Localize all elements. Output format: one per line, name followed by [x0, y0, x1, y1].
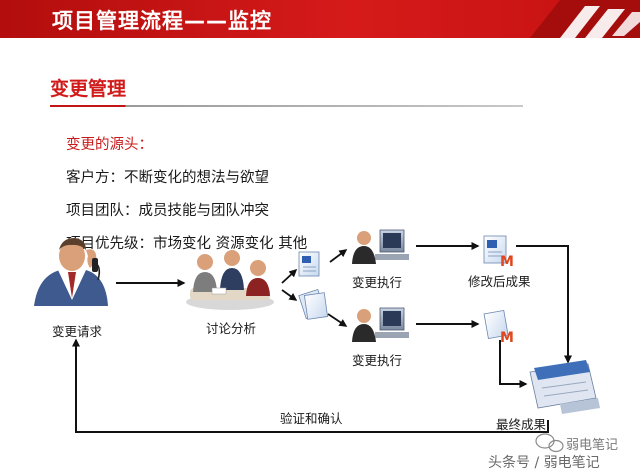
arrow-discussion-to-docs [281, 289, 298, 301]
documents-stack-icon [298, 288, 329, 320]
label-verify-confirm: 验证和确认 [280, 411, 343, 426]
label-revised-result: 修改后成果 [468, 274, 531, 289]
arrow-verify-feedback [72, 338, 549, 433]
word-document-icon [298, 251, 320, 277]
section-divider [50, 105, 523, 107]
discussion-meeting-icon [186, 250, 274, 310]
source-line-priority: 项目优先级：市场变化 资源变化 其他 [66, 236, 308, 252]
label-final-result: 最终成果 [496, 417, 547, 432]
arrow-discussion-to-word [281, 268, 298, 284]
arrow-docs-to-execute-bottom [327, 313, 348, 327]
svg-text:M: M [500, 254, 514, 270]
final-result-folder-icon [529, 360, 600, 414]
execute-top-computer-icon [352, 229, 409, 264]
arrow-revised-to-final [516, 245, 572, 364]
section-title: 变更管理 [50, 78, 127, 100]
watermark-source-text: 头条号 / 弱电笔记 [488, 455, 600, 471]
watermark-logo-text: 弱电笔记 [566, 438, 619, 453]
brand-logo-icon [530, 0, 640, 38]
revised-document-bottom-icon: M [483, 309, 514, 346]
page-title: 项目管理流程——监控 [52, 9, 272, 33]
requester-person-icon [34, 238, 108, 306]
label-change-request: 变更请求 [52, 324, 103, 339]
sources-heading: 变更的源头： [66, 137, 153, 153]
svg-text:M: M [500, 330, 514, 346]
arrow-word-to-execute-top [329, 249, 348, 263]
execute-bottom-computer-icon [352, 307, 409, 342]
label-discussion: 讨论分析 [206, 321, 257, 336]
source-line-client: 客户方：不断变化的想法与欲望 [66, 170, 269, 186]
header-banner: 项目管理流程——监控 [0, 0, 640, 38]
arrow-revised-bottom-to-final [499, 340, 528, 388]
label-execute-bottom: 变更执行 [352, 353, 403, 368]
label-execute-top: 变更执行 [352, 275, 403, 290]
source-line-team: 项目团队：成员技能与团队冲突 [66, 203, 269, 219]
revised-document-icon: M [483, 235, 514, 270]
